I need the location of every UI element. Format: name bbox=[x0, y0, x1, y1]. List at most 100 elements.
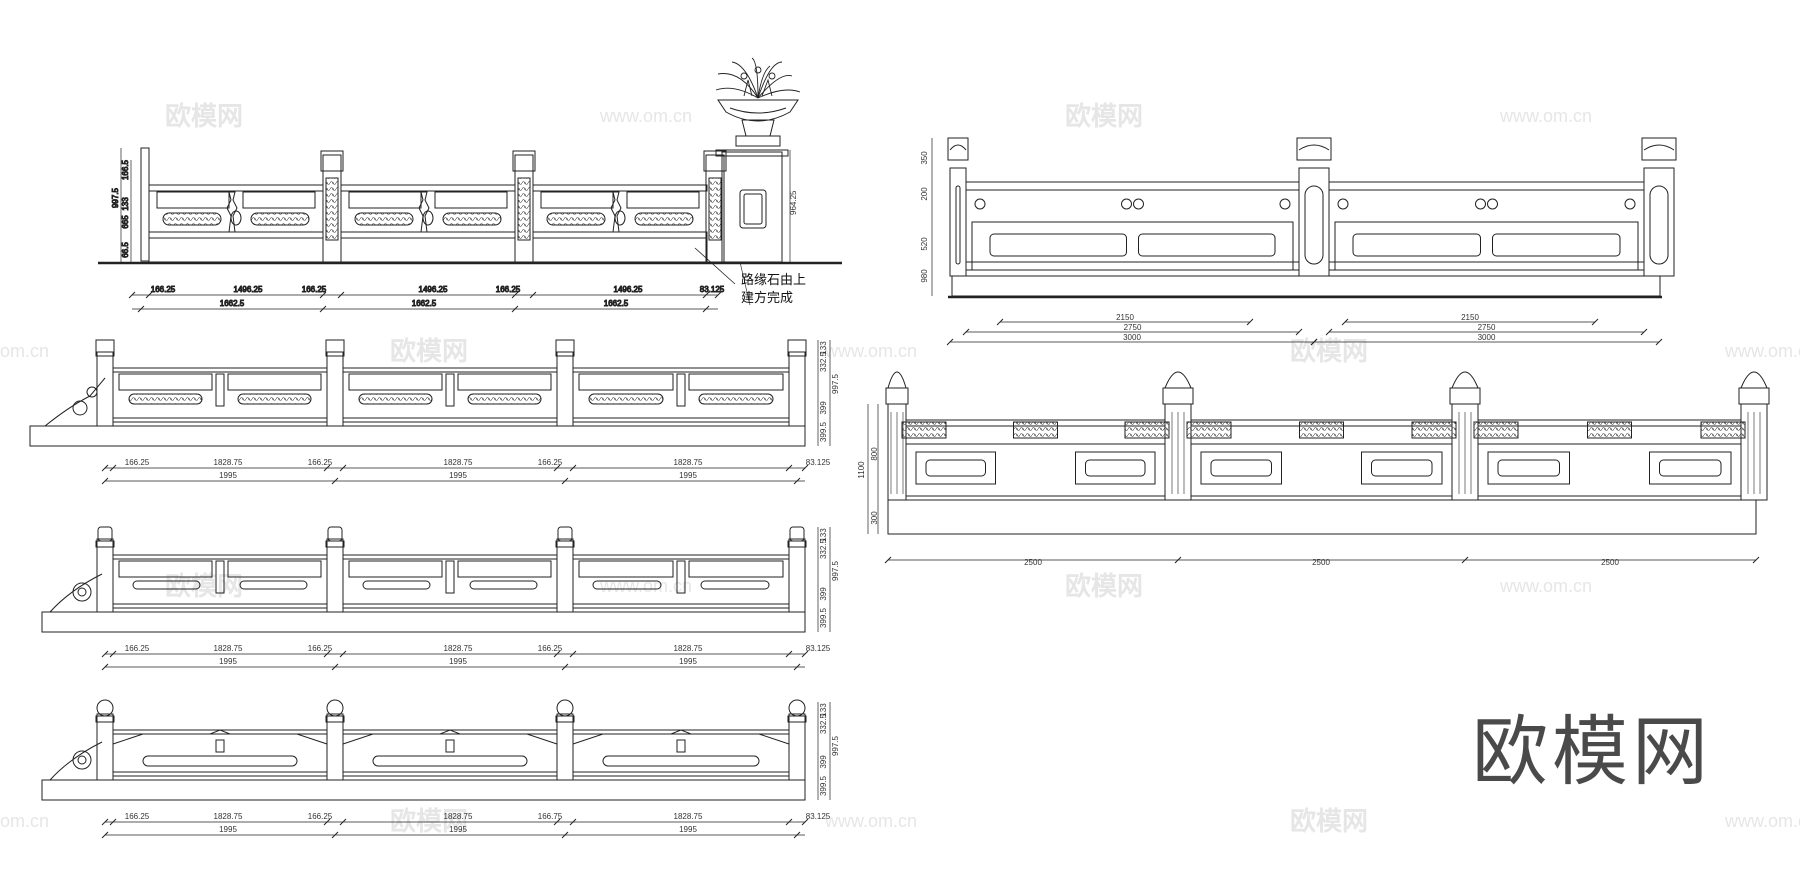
watermark-url: www.om.cn bbox=[1724, 341, 1800, 361]
baluster bbox=[215, 739, 225, 753]
upper-panel bbox=[457, 560, 552, 578]
dimension-label: 1828.75 bbox=[214, 644, 243, 653]
carved-panel bbox=[442, 212, 502, 226]
dimension-tick bbox=[561, 831, 569, 839]
dim-right-height: 964.25 bbox=[789, 190, 798, 215]
baluster bbox=[676, 739, 686, 753]
post-carving bbox=[708, 177, 722, 241]
dimension-label: 332.5 bbox=[819, 351, 828, 372]
dimension-tick bbox=[996, 318, 1004, 326]
post bbox=[1643, 167, 1675, 277]
dimension-tick bbox=[323, 650, 331, 658]
end-scroll bbox=[49, 741, 103, 781]
dimension-tick bbox=[702, 291, 710, 299]
post-recess bbox=[955, 185, 961, 265]
railing-elevation-4 bbox=[41, 699, 831, 839]
arched-rail bbox=[342, 729, 558, 745]
dimension-label: 1828.75 bbox=[444, 812, 473, 821]
carved-panel bbox=[162, 212, 222, 226]
panel-frame bbox=[971, 221, 1294, 271]
panel-inset bbox=[1138, 233, 1276, 257]
handrail bbox=[965, 181, 1300, 191]
dimension-tick bbox=[801, 464, 809, 472]
watermark: 欧模网 bbox=[390, 336, 468, 366]
upper-panel bbox=[434, 191, 508, 209]
scroll-spiral bbox=[77, 755, 87, 765]
upper-panel bbox=[578, 373, 674, 391]
dimension-label: 133 bbox=[819, 528, 828, 542]
watermark-layer: 欧模网 欧模网 欧模网 欧模网 欧模网 欧模网 欧模网 欧模网 www.om.c… bbox=[0, 101, 1800, 836]
upper-panel bbox=[348, 373, 443, 391]
end-scroll bbox=[44, 377, 106, 427]
scroll-ornament bbox=[1337, 198, 1349, 210]
post-finial bbox=[1164, 371, 1192, 389]
handrail bbox=[572, 367, 790, 373]
watermark-url: om.cn bbox=[0, 341, 49, 361]
carved-panel bbox=[354, 212, 414, 226]
dimension-tick bbox=[339, 650, 347, 658]
carved-ornament bbox=[1013, 421, 1058, 439]
post-cap bbox=[325, 339, 345, 357]
dimension-label: 1828.75 bbox=[214, 812, 243, 821]
dimension-label: 399 bbox=[819, 755, 828, 769]
baluster bbox=[445, 739, 455, 753]
dimension-label: 332.5 bbox=[819, 538, 828, 559]
post-collar bbox=[555, 540, 575, 548]
dimension-tick bbox=[785, 818, 793, 826]
dimension-label: 997.5 bbox=[831, 373, 840, 394]
dimension-label: 1828.75 bbox=[674, 644, 703, 653]
upper-panel bbox=[348, 191, 422, 209]
dimension-label: 83.125 bbox=[806, 458, 831, 467]
watermark-url: www.om.cn bbox=[824, 341, 917, 361]
panel-inner bbox=[1085, 459, 1146, 477]
lower-panel bbox=[132, 580, 201, 590]
dimension-tick bbox=[511, 305, 519, 313]
carved-panel bbox=[634, 212, 694, 226]
watermark: 欧模网 bbox=[165, 101, 243, 131]
scroll-spiral bbox=[77, 587, 87, 597]
dimension-tick bbox=[1591, 318, 1599, 326]
lower-panel bbox=[372, 755, 528, 767]
carved-panel bbox=[358, 393, 433, 405]
dimension-label: 2750 bbox=[1124, 323, 1142, 332]
post-cap bbox=[555, 339, 575, 357]
dimension-tick bbox=[553, 464, 561, 472]
dimension-label: 399 bbox=[819, 401, 828, 415]
dimension-label: 2150 bbox=[1461, 313, 1479, 322]
dimension-tick bbox=[793, 831, 801, 839]
dimension-label: 1995 bbox=[449, 825, 467, 834]
post bbox=[556, 351, 574, 427]
carved-ornament bbox=[1124, 421, 1170, 439]
railing-elevation-3 bbox=[41, 526, 831, 671]
dimension-label: 997.5 bbox=[831, 560, 840, 581]
dimension-label: 1662.5 bbox=[220, 299, 245, 308]
dimension-tick bbox=[331, 663, 339, 671]
handrail bbox=[532, 184, 708, 192]
lower-panel bbox=[142, 755, 298, 767]
dimension-tick bbox=[331, 831, 339, 839]
baluster-medallion bbox=[614, 210, 626, 226]
post-recess bbox=[1304, 185, 1324, 265]
dimension-label: 332.5 bbox=[819, 713, 828, 734]
dimension-label: 399.5 bbox=[819, 421, 828, 442]
dimension-tick bbox=[109, 818, 117, 826]
bottom-rail bbox=[112, 417, 328, 423]
handrail bbox=[112, 729, 328, 735]
carved-ornament bbox=[1411, 421, 1457, 439]
post bbox=[556, 538, 574, 613]
dimension-tick bbox=[1310, 338, 1318, 346]
scroll-ornament bbox=[974, 198, 986, 210]
carved-ornament bbox=[1587, 421, 1632, 439]
post bbox=[1298, 167, 1330, 277]
railing-elevation-1 bbox=[98, 57, 842, 310]
post-cap bbox=[947, 137, 969, 161]
lower-panel bbox=[469, 580, 538, 590]
end-scroll bbox=[49, 573, 103, 613]
handrail bbox=[342, 729, 558, 735]
dimension-tick bbox=[145, 291, 153, 299]
post-cap bbox=[1738, 387, 1770, 405]
